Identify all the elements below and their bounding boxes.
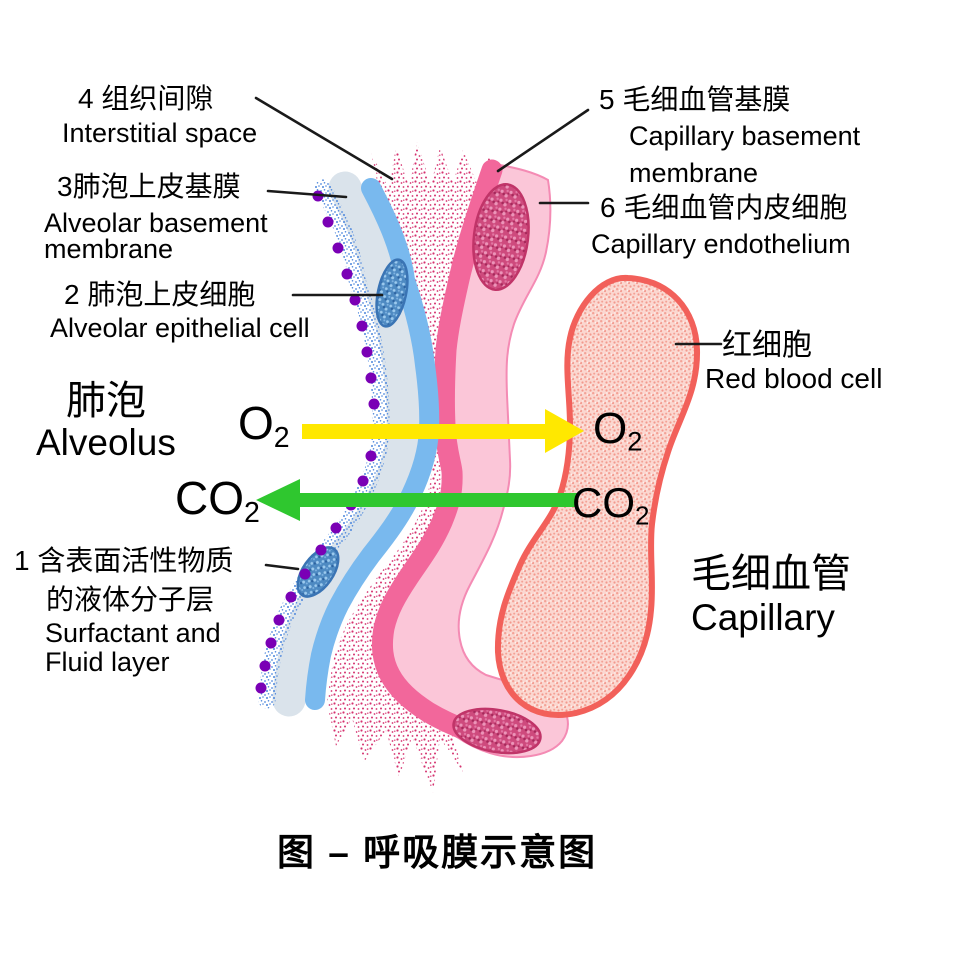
label-capillary-endothelium-zh: 6 毛细血管内皮细胞 — [600, 192, 848, 223]
endothelial-nucleus-bottom — [452, 707, 542, 755]
endothelial-nucleus-top — [472, 183, 530, 291]
label-alveolar-basement-membrane-zh: 3肺泡上皮基膜 — [57, 171, 241, 202]
label-alveolar-basement-membrane-en1: Alveolar basement — [44, 208, 268, 238]
o2-alveolus-sub: 2 — [273, 421, 290, 454]
label-red-blood-cell-zh: 红细胞 — [722, 329, 812, 362]
label-alveolar-basement-membrane-en2: membrane — [44, 234, 174, 264]
capillary-basement-membrane-band — [371, 159, 503, 742]
co2-capillary-sub: 2 — [635, 500, 650, 531]
label-o2-alveolus: O2 — [238, 397, 290, 455]
label-capillary-endothelium-en: Capillary endothelium — [591, 229, 851, 259]
leader-interstitial-space — [254, 96, 394, 181]
co2-arrow — [256, 479, 577, 521]
label-surfactant-en2: Fluid layer — [45, 647, 170, 677]
label-interstitial-space-en: Interstitial space — [62, 118, 258, 148]
label-surfactant-zh2: 的液体分子层 — [46, 584, 215, 615]
label-surfactant-en1: Surfactant and — [45, 618, 221, 648]
co2-alveolus-base: CO — [175, 472, 244, 524]
label-capillary-basement-membrane-zh: 5 毛细血管基膜 — [599, 84, 791, 115]
label-alveolus-zh: 肺泡 — [66, 379, 146, 423]
label-interstitial-space-zh: 4 组织间隙 — [78, 83, 214, 114]
label-capillary-zh: 毛细血管 — [691, 552, 851, 596]
o2-capillary-sub: 2 — [627, 425, 643, 457]
label-co2-alveolus: CO2 — [175, 472, 260, 530]
o2-arrow — [302, 409, 584, 453]
label-alveolar-epithelial-cell-zh: 2 肺泡上皮细胞 — [64, 279, 256, 310]
label-alveolar-epithelial-cell-en: Alveolar epithelial cell — [50, 313, 310, 343]
label-surfactant-zh1: 1 含表面活性物质 — [14, 545, 234, 576]
leader-lines — [254, 96, 723, 571]
label-co2-capillary: CO2 — [572, 479, 649, 530]
label-capillary-basement-membrane-en1: Capillary basement — [629, 121, 861, 151]
leader-capillary-basement-membrane — [496, 108, 590, 173]
o2-alveolus-base: O — [238, 397, 274, 449]
co2-alveolus-sub: 2 — [244, 496, 260, 529]
co2-capillary-base: CO — [572, 479, 635, 526]
leader-surfactant-fluid-layer — [264, 563, 300, 571]
label-o2-capillary: O2 — [593, 404, 642, 457]
leader-alveolar-basement-membrane — [266, 189, 348, 199]
label-capillary-en: Capillary — [691, 597, 835, 638]
epithelial-nucleus-bottom — [296, 546, 340, 598]
figure-caption: 图 – 呼吸膜示意图 — [277, 832, 598, 873]
label-capillary-basement-membrane-en2: membrane — [629, 158, 759, 188]
o2-capillary-base: O — [593, 404, 628, 453]
label-alveolus-en: Alveolus — [36, 422, 176, 463]
epithelial-nucleus-top — [375, 258, 409, 328]
label-red-blood-cell-en: Red blood cell — [705, 363, 883, 394]
